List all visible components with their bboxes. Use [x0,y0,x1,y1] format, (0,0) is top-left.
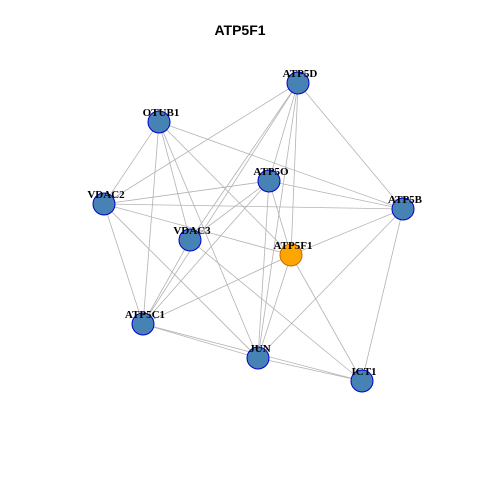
edge-atp5d-atp5o [268,82,299,182]
edges-layer [103,82,404,382]
edge-atp5f1-ict1 [290,254,363,382]
edge-atp5f1-atp5c1 [142,254,292,325]
node-label-atp5c1: ATP5C1 [125,309,165,321]
edge-otub1-vdac2 [103,121,160,205]
edge-atp5o-jun [257,180,270,359]
node-label-vdac3: VDAC3 [173,225,211,237]
edge-jun-ict1 [257,357,363,382]
edge-atp5b-ict1 [361,208,404,382]
graph-title: ATP5F1 [214,22,266,38]
node-label-atp5o: ATP5O [253,166,289,178]
edge-atp5o-vdac2 [103,180,270,205]
edge-atp5d-atp5f1 [290,82,299,256]
node-label-otub1: OTUB1 [143,107,180,119]
node-atp5c1 [131,312,155,336]
edge-atp5o-vdac3 [189,180,270,241]
edge-atp5o-atp5f1 [268,180,292,256]
edge-vdac2-atp5f1 [103,203,292,256]
edge-vdac3-atp5c1 [142,239,191,325]
edge-atp5d-atp5b [297,82,404,210]
node-label-ict1: ICT1 [351,366,376,378]
edge-atp5o-atp5c1 [142,180,270,325]
edge-otub1-vdac3 [158,121,191,241]
edge-otub1-atp5b [158,121,404,210]
node-ict1 [350,369,374,393]
edge-atp5c1-jun [142,323,259,359]
edge-vdac3-ict1 [189,239,363,382]
edge-vdac2-atp5b [103,203,404,210]
nodes-layer [92,71,415,393]
edge-atp5d-vdac2 [103,82,299,205]
node-label-atp5f1: ATP5F1 [274,240,313,252]
node-atp5b [391,197,415,221]
edge-otub1-atp5f1 [158,121,292,256]
edge-atp5d-vdac3 [189,82,299,241]
edge-atp5d-jun [257,82,299,359]
edge-vdac2-atp5c1 [103,203,144,325]
node-vdac3 [178,228,202,252]
edge-atp5b-jun [257,208,404,359]
edge-atp5d-atp5c1 [142,82,299,325]
node-label-atp5b: ATP5B [388,194,423,206]
node-atp5d [286,71,310,95]
node-atp5f1 [279,243,303,267]
edge-atp5f1-jun [257,254,292,359]
edge-vdac2-jun [103,203,259,359]
node-jun [246,346,270,370]
edge-otub1-jun [158,121,259,359]
node-otub1 [147,110,171,134]
edge-atp5b-atp5f1 [290,208,404,256]
edge-atp5o-atp5b [268,180,404,210]
node-label-jun: JUN [249,343,270,355]
node-vdac2 [92,192,116,216]
edge-otub1-atp5c1 [142,121,160,325]
node-label-atp5d: ATP5D [283,68,318,80]
node-label-vdac2: VDAC2 [87,189,125,201]
node-atp5o [257,169,281,193]
